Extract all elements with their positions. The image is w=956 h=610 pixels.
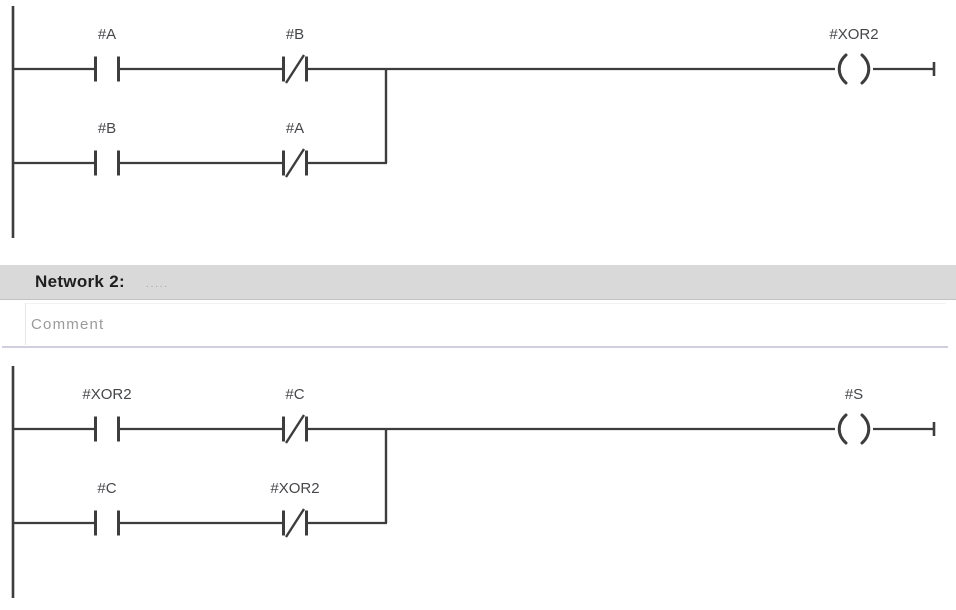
nc-contact[interactable] [282,54,308,84]
operand-label[interactable]: #S [844,386,864,403]
coil-paren-right [860,53,871,85]
operand-label[interactable]: #A [285,120,305,137]
no-contact[interactable] [94,416,120,442]
nc-slash [284,148,306,178]
comment-placeholder[interactable]: Comment [31,316,105,333]
operand-label[interactable]: #XOR2 [829,26,879,43]
network-separator-line [2,346,948,348]
no-contact[interactable] [94,510,120,536]
nc-slash [284,414,306,444]
operand-label[interactable]: #C [285,386,305,403]
nc-slash [284,54,306,84]
output-coil[interactable] [837,53,871,85]
network-1-canvas: #A #B #XOR2 #B #A [0,0,956,250]
operand-label[interactable]: #XOR2 [270,480,320,497]
network-2-ladder [11,366,936,598]
network-1-ladder [11,6,936,238]
coil-paren-right [860,413,871,445]
operand-label[interactable]: #C [97,480,117,497]
network-2-header[interactable]: Network 2: ..... [0,265,956,300]
network-2-comment-box[interactable]: Comment [25,303,946,345]
network-2-title[interactable]: Network 2: [35,272,125,291]
network-2-canvas: #XOR2 #C #S #C #XOR2 [0,360,956,610]
nc-contact[interactable] [282,414,308,444]
operand-label[interactable]: #XOR2 [82,386,132,403]
nc-contact[interactable] [282,148,308,178]
operand-label[interactable]: #B [285,26,305,43]
coil-paren-left [837,53,848,85]
no-contact[interactable] [94,56,120,82]
operand-label[interactable]: #B [97,120,117,137]
no-contact[interactable] [94,150,120,176]
nc-contact[interactable] [282,508,308,538]
nc-slash [284,508,306,538]
operand-label[interactable]: #A [97,26,117,43]
network-2-title-placeholder[interactable]: ..... [145,278,169,290]
coil-paren-left [837,413,848,445]
output-coil[interactable] [837,413,871,445]
